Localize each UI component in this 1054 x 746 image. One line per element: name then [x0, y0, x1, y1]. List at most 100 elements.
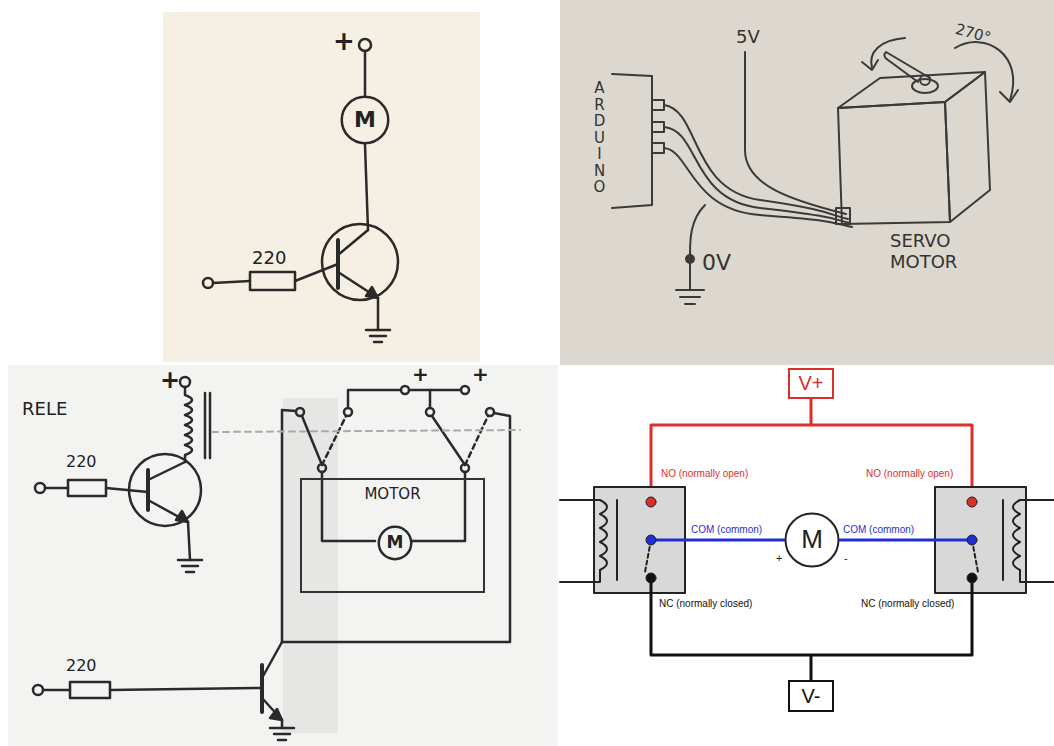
servo-sketch [884, 52, 930, 82]
relay-diagram [967, 535, 977, 545]
relay-diagram [646, 573, 656, 583]
relay-sketch [180, 377, 190, 387]
relay-sketch [409, 389, 461, 392]
relay-sketch [270, 709, 282, 720]
relay-sketch [186, 571, 194, 574]
node-text: M [387, 533, 404, 553]
relay-sketch [204, 393, 207, 458]
servo-sketch [686, 255, 694, 263]
relay-sketch [465, 416, 488, 465]
pin-label: NO (normally open) [865, 468, 954, 479]
relay-sketch [302, 416, 322, 465]
board-name: ARDUINO [592, 80, 607, 196]
relay-sketch [411, 472, 465, 541]
transistor-motor-sketch [364, 51, 367, 95]
motor-symbol: M [377, 525, 413, 561]
relay-sketch [274, 733, 290, 736]
relay-sketch [33, 685, 43, 695]
relay-sketch [176, 511, 188, 522]
terminal-sign: + [472, 362, 489, 386]
servo-sketch [1000, 90, 1018, 102]
transistor-motor-sketch [365, 145, 368, 230]
transistor-motor-sketch [366, 287, 378, 298]
relay-diagram [651, 398, 972, 502]
transistor-motor-sketch [359, 39, 371, 51]
node-text: M [801, 525, 823, 555]
paper-panel [560, 0, 1054, 365]
relay-sketch [68, 480, 106, 496]
circle-outline [342, 97, 389, 144]
relay-diagram [651, 578, 972, 680]
text-holder: M [784, 512, 840, 568]
node-text: MOTOR [364, 486, 420, 503]
relay-sketch [209, 393, 212, 458]
part-name: SERVO MOTOR [890, 230, 990, 272]
motor-symbol: M [340, 95, 390, 145]
text-holder: M [340, 95, 390, 145]
relay-diagram [1013, 500, 1054, 582]
transistor-motor-sketch [366, 329, 390, 332]
relay-sketch [322, 416, 346, 465]
relay-sketch [35, 483, 45, 493]
node-text: V- [802, 685, 821, 708]
relay-sketch [43, 689, 70, 692]
servo-sketch [745, 52, 846, 214]
motor-box: MOTOR M [300, 478, 485, 593]
relay-sketch [182, 565, 198, 568]
pin-label: COM (common) [690, 524, 763, 535]
relay-sketch [212, 430, 520, 432]
node-text: M [354, 107, 376, 132]
relay-sketch [429, 390, 432, 408]
relay-sketch [33, 377, 520, 740]
transistor-motor-sketch [374, 341, 382, 344]
relay-diagram [560, 500, 607, 582]
terminal-sign: + [160, 366, 180, 394]
servo-sketch [955, 42, 1013, 100]
polarity-sign: - [844, 552, 848, 564]
servo-sketch [945, 72, 990, 222]
relay-diagram [560, 398, 1054, 680]
servo-sketch [664, 105, 848, 219]
servo-sketch [652, 100, 664, 110]
paper-panel [8, 0, 1054, 746]
servo-sketch [652, 143, 664, 153]
node-text: V+ [798, 372, 823, 395]
relay-sketch [278, 739, 286, 742]
text-holder: V- [790, 682, 832, 710]
servo-sketch [862, 60, 878, 70]
servo-sketch [664, 148, 852, 227]
servo-sketch [838, 102, 950, 224]
relay-sketch [282, 410, 296, 642]
transistor-motor-sketch [377, 298, 380, 330]
servo-sketch [680, 296, 700, 298]
transistor-motor-sketch [250, 272, 295, 290]
voltage-box: V+ [788, 368, 834, 399]
resistor-value: 220 [66, 656, 97, 675]
servo-sketch [676, 289, 704, 291]
paper-panel [163, 12, 480, 362]
supply-label: 5V [736, 26, 760, 47]
transistor-motor-sketch [295, 264, 338, 281]
relay-diagram [1002, 500, 1004, 580]
pin-label: COM (common) [842, 524, 915, 535]
transistor-motor-sketch [338, 230, 368, 255]
terminal-sign: + [412, 362, 429, 386]
servo-sketch [836, 208, 850, 224]
relay-diagram [646, 497, 656, 507]
servo-sketch [612, 38, 1018, 304]
servo-sketch [652, 122, 664, 132]
transistor-motor-sketch [338, 272, 378, 298]
relay-sketch [148, 500, 188, 522]
paper-panel [560, 365, 1054, 746]
relay-sketch [146, 470, 150, 510]
relay-sketch [270, 727, 294, 730]
relay-sketch [110, 688, 262, 690]
resistor-value: 220 [66, 452, 97, 471]
relay-diagram [967, 573, 977, 583]
relay-sketch [461, 386, 469, 394]
text-holder: V+ [790, 370, 832, 397]
relay-sketch [296, 408, 304, 416]
resistor-value: 220 [252, 247, 286, 268]
